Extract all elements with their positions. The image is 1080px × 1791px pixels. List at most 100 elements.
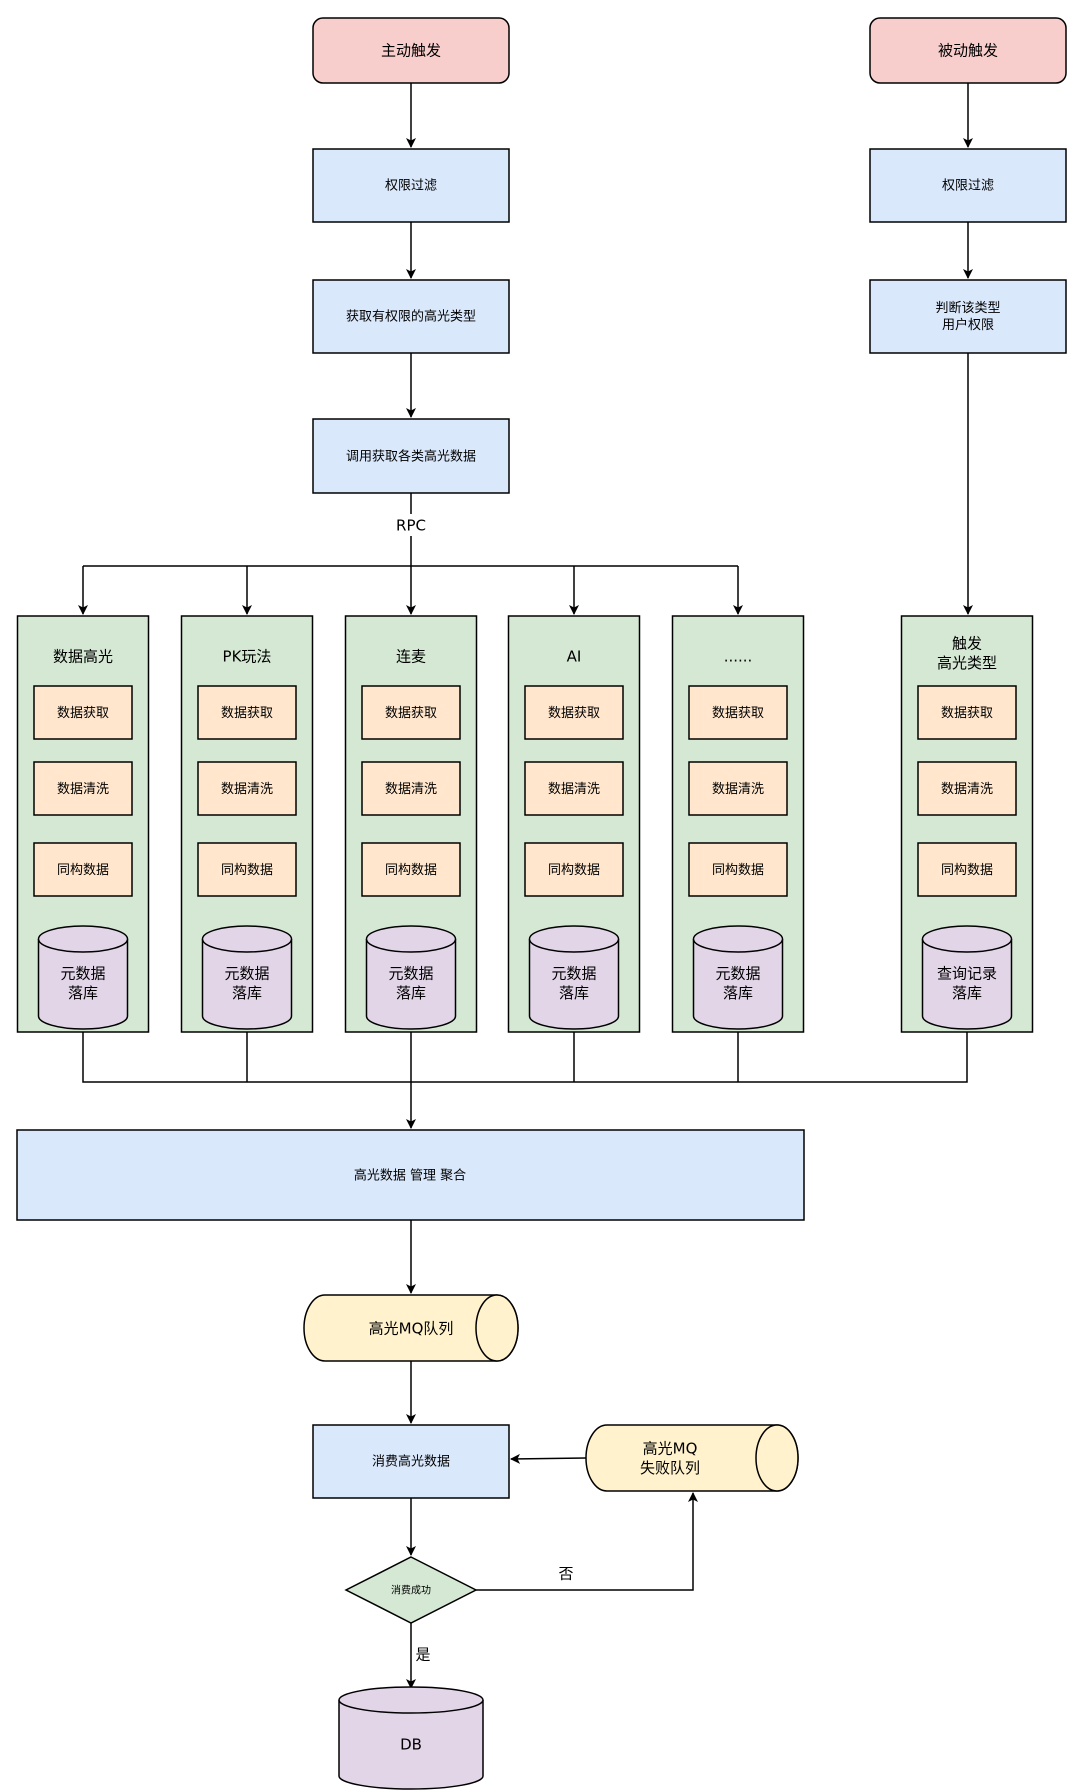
module-2-task-1-label: 数据清洗 — [385, 782, 437, 797]
db-node — [338, 1686, 484, 1790]
node-label: 被动触发 — [938, 41, 998, 59]
module-5-store-label-line: 落库 — [952, 984, 982, 1002]
module-5-task-1-label: 数据清洗 — [941, 782, 993, 797]
module-2-store — [365, 925, 457, 1030]
module-4-store-label-line: 落库 — [723, 984, 753, 1002]
module-1-task-0 — [197, 685, 297, 740]
module-4-store-label: 元数据落库 — [715, 965, 760, 1003]
module-5-task-2-label: 同构数据 — [941, 863, 993, 878]
module-4-task-1 — [688, 761, 788, 816]
module-4-task-1-label: 数据清洗 — [712, 782, 764, 797]
module-1-title: PK玩法 — [223, 647, 272, 665]
fail-queue-node — [585, 1424, 799, 1492]
node-label-line: 调用获取各类高光数据 — [346, 449, 476, 465]
fail-queue-label-line: 高光MQ — [643, 1440, 698, 1458]
node-label-line: 权限过滤 — [942, 178, 994, 194]
module-4-store-top — [692, 925, 784, 953]
mq-queue-node-end — [475, 1294, 519, 1362]
module-1-store-top — [201, 925, 293, 953]
module-3-task-0-label-line: 数据获取 — [548, 706, 600, 721]
module-2-title-line: 连麦 — [396, 647, 426, 665]
node-label-line: 获取有权限的高光类型 — [346, 309, 476, 325]
module-2-store-label-line: 元数据 — [388, 965, 433, 983]
mq-queue-node — [303, 1294, 519, 1362]
fail-queue-node-end — [755, 1424, 799, 1492]
rpc-label: RPC — [396, 516, 426, 534]
node-label-line: 权限过滤 — [385, 178, 437, 194]
no-label-line: 否 — [558, 1564, 573, 1582]
decision-label-line: 消费成功 — [391, 1584, 431, 1597]
module-3-store — [528, 925, 620, 1030]
module-3-store-label-line: 落库 — [559, 984, 589, 1002]
module-5-task-0 — [917, 685, 1017, 740]
module-2-store-label: 元数据落库 — [388, 965, 433, 1003]
module-3-task-2-label-line: 同构数据 — [548, 863, 600, 878]
module-3-task-1 — [524, 761, 624, 816]
module-5-store-top — [921, 925, 1013, 953]
module-3-task-2-label: 同构数据 — [548, 863, 600, 878]
module-5-task-0-label: 数据获取 — [941, 706, 993, 721]
nodes — [16, 17, 1067, 1790]
module-2-store-top — [365, 925, 457, 953]
node-label: 判断该类型用户权限 — [935, 301, 1000, 333]
module-0-store — [37, 925, 129, 1030]
module-0-task-2-label-line: 同构数据 — [57, 863, 109, 878]
module-0-task-0-label-line: 数据获取 — [57, 706, 109, 721]
module-5-title-line: 高光类型 — [937, 654, 997, 672]
mq-queue-label: 高光MQ队列 — [369, 1319, 454, 1337]
module-5-store-label: 查询记录落库 — [937, 965, 997, 1003]
module-5-title: 触发高光类型 — [937, 635, 997, 673]
node-label: 调用获取各类高光数据 — [346, 449, 476, 465]
module-5-task-2 — [917, 842, 1017, 897]
check-type-permission-node — [869, 279, 1067, 354]
module-4-task-2 — [688, 842, 788, 897]
module-1-task-2-label-line: 同构数据 — [221, 863, 273, 878]
module-4-title-line: ...... — [724, 647, 753, 665]
module-5-task-0-label-line: 数据获取 — [941, 706, 993, 721]
module-3-store-label: 元数据落库 — [551, 965, 596, 1003]
node-label-line: 主动触发 — [381, 41, 441, 59]
module-1-store — [201, 925, 293, 1030]
module-1-title-line: PK玩法 — [223, 647, 272, 665]
module-4-task-1-label-line: 数据清洗 — [712, 782, 764, 797]
module-1-store-label: 元数据落库 — [224, 965, 269, 1003]
yes-label-line: 是 — [415, 1645, 430, 1663]
module-0-task-2-label: 同构数据 — [57, 863, 109, 878]
module-1-task-1 — [197, 761, 297, 816]
module-2-title: 连麦 — [396, 647, 426, 665]
aggregate-node — [16, 1129, 805, 1221]
module-0-store-body — [37, 939, 129, 1030]
rpc-label-line: RPC — [396, 516, 426, 534]
module-5-title-line: 触发 — [952, 635, 982, 653]
decision-label: 消费成功 — [391, 1584, 431, 1597]
module-2-task-0-label: 数据获取 — [385, 706, 437, 721]
merge-bus — [82, 1032, 968, 1083]
node-label: 高光数据 管理 聚合 — [354, 1168, 466, 1184]
module-3-store-top — [528, 925, 620, 953]
module-4-store — [692, 925, 784, 1030]
module-4-title: ...... — [724, 647, 753, 665]
module-1-task-0-label: 数据获取 — [221, 706, 273, 721]
module-0-task-1 — [33, 761, 133, 816]
module-2-task-2-label-line: 同构数据 — [385, 863, 437, 878]
module-0-task-0-label: 数据获取 — [57, 706, 109, 721]
module-3-task-0-label: 数据获取 — [548, 706, 600, 721]
passive-permission-filter-node — [869, 148, 1067, 223]
module-0-store-label-line: 元数据 — [60, 965, 105, 983]
module-0-task-2 — [33, 842, 133, 897]
db-node-top — [338, 1686, 484, 1714]
module-5-store-body — [921, 939, 1013, 1030]
get-permitted-types-node — [312, 279, 510, 354]
module-3-store-body — [528, 939, 620, 1030]
node-label-line: 判断该类型 — [935, 301, 1000, 316]
module-3-task-0 — [524, 685, 624, 740]
db-label-line: DB — [400, 1735, 422, 1753]
module-1-task-0-label-line: 数据获取 — [221, 706, 273, 721]
mq-queue-label-line: 高光MQ队列 — [369, 1319, 454, 1337]
module-0-task-0 — [33, 685, 133, 740]
db-label: DB — [400, 1735, 422, 1753]
fail-queue-label-line: 失败队列 — [640, 1459, 700, 1477]
module-0-store-label-line: 落库 — [68, 984, 98, 1002]
